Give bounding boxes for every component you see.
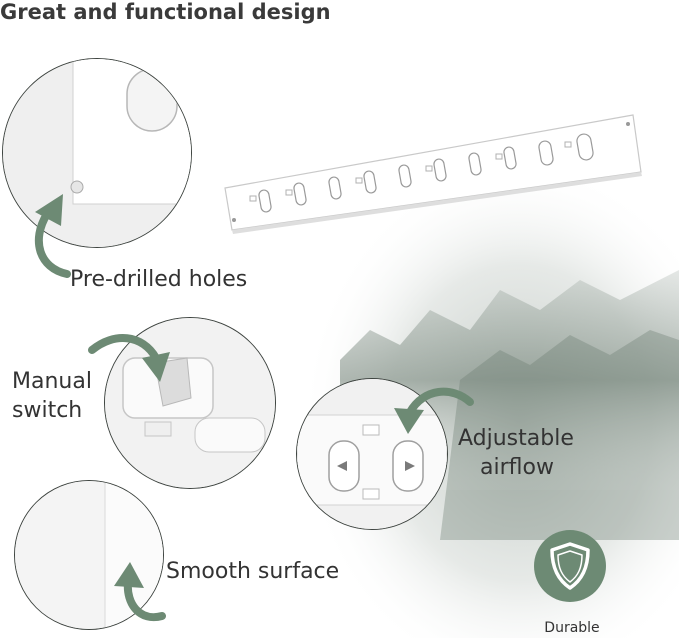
arrow-icon — [114, 562, 166, 622]
arrow-icon — [34, 194, 71, 278]
arrow-icon — [88, 334, 170, 382]
plate-corner-image — [3, 59, 191, 247]
surface-image — [15, 481, 163, 629]
switch-image — [105, 318, 275, 488]
adjustable-airflow-circle — [296, 378, 448, 530]
feature-label-smooth-surface: Smooth surface — [166, 559, 340, 584]
shield-icon — [550, 542, 590, 590]
durable-badge — [534, 530, 606, 602]
feature-label-adjustable-line2: airflow — [480, 455, 554, 480]
feature-label-manual-line1: Manual — [12, 369, 92, 394]
page-title: Great and functional design — [0, 0, 331, 24]
feature-label-adjustable-line1: Adjustable — [458, 426, 574, 451]
vent-plate-image — [224, 114, 642, 234]
durable-label: Durable — [544, 620, 600, 636]
feature-label-pre-drilled-holes: Pre-drilled holes — [70, 267, 248, 292]
airflow-image — [297, 379, 447, 529]
smooth-surface-circle — [14, 480, 164, 630]
pre-drilled-holes-circle — [2, 58, 192, 248]
arrow-icon — [394, 387, 474, 434]
manual-switch-circle — [104, 317, 276, 489]
feature-label-manual-line2: switch — [12, 398, 83, 423]
